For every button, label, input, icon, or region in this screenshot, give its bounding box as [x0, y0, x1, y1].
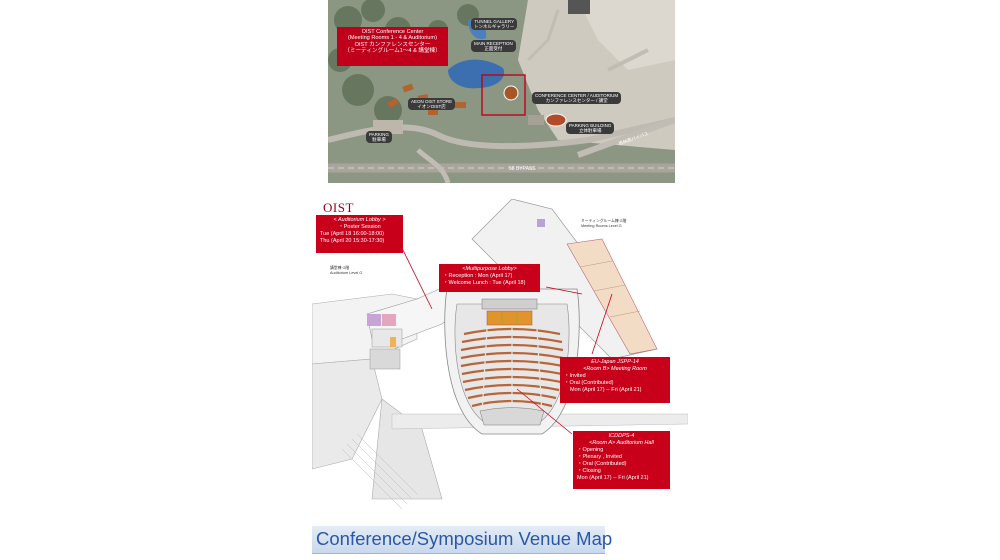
meeting-level-en: Meeting Rooms Level G [581, 223, 622, 228]
conference-auditorium-en: CONFERENCE CENTER / AUDITORIUM [535, 93, 619, 98]
multipurpose-line-1: ・Reception : Mon (April 17) [443, 273, 513, 279]
room-b-line-3: Mon (April 17) -- Fri (April 21) [570, 387, 642, 393]
room-b-line-2: ・Oral (Contributed) [564, 380, 614, 386]
main-reception-label: MAIN RECEPTION 正面受付 [471, 40, 516, 52]
room-a-subtitle: <Room A> Auditorium Hall [589, 440, 654, 446]
room-b-title: EU-Japan JSPP-14 [591, 359, 639, 365]
tunnel-gallery-label: TUNNEL GALLERY トンネルギャラリー [471, 18, 518, 30]
parking-en: PARKING [369, 132, 389, 137]
tunnel-gallery-jp: トンネルギャラリー [474, 24, 515, 29]
aeon-store-label: AEON OIST STORE イオンOIST店 [408, 98, 456, 110]
caption-bar [312, 526, 605, 554]
meeting-level-label: ミーティングルーム棟 G階 Meeting Rooms Level G [581, 219, 626, 228]
oist-logo: OIST [323, 200, 354, 215]
callout-room-b: EU-Japan JSPP-14 <Room B> Meeting Room ・… [560, 357, 670, 403]
meeting-level-jp: ミーティングルーム棟 G階 [581, 219, 627, 223]
lobby-line-2: Tue (April 18 16:00-18:00) [320, 231, 384, 237]
auditorium-level-jp: 講堂棟 G階 [330, 266, 350, 270]
parking-building-label: PARKING BUILDING 立体駐車場 [566, 122, 615, 134]
multipurpose-title: <Multipurpose Lobby> [462, 266, 517, 272]
parking-label: PARKING 駐車場 [366, 131, 392, 143]
callout-auditorium-lobby: < Auditorium Lobby > ・Poster Session Tue… [316, 215, 403, 253]
main-reception-en: MAIN RECEPTION [474, 41, 513, 46]
tunnel-gallery-en: TUNNEL GALLERY [474, 19, 515, 24]
room-a-line-2: ・Plenary , Invited [577, 454, 622, 460]
parking-building-en: PARKING BUILDING [569, 123, 612, 128]
callout-multipurpose-lobby: <Multipurpose Lobby> ・Reception : Mon (A… [439, 264, 540, 292]
room-a-line-5: Mon (April 17) -- Fri (April 21) [577, 475, 649, 481]
parking-jp: 駐車場 [372, 137, 386, 142]
conference-center-line4: （ミーティングルーム1〜4 & 講堂棟） [344, 48, 441, 55]
lobby-title: < Auditorium Lobby > [333, 217, 386, 223]
auditorium-level-en: Auditorium Level G [330, 270, 363, 275]
callout-room-a: ICDDPS-4 <Room A> Auditorium Hall ・Openi… [573, 431, 670, 489]
conference-center-line1: OIST Conference Center [361, 29, 424, 35]
conference-center-line2: (Meeting Rooms 1 - 4 & Auditorium) [348, 35, 437, 42]
aeon-store-en: AEON OIST STORE [411, 99, 453, 104]
map-caption: Conference/Symposium Venue Map [316, 528, 613, 549]
room-b-line-1: ・Invited [564, 373, 586, 379]
lobby-line-3: Thu (April 20 15:30-17:30) [320, 238, 385, 244]
auditorium-level-label: 講堂棟 G階 Auditorium Level G [330, 266, 362, 275]
aeon-store-jp: イオンOIST店 [417, 104, 446, 109]
parking-building-jp: 立体駐車場 [578, 128, 602, 133]
multipurpose-line-2: ・Welcome Lunch : Tue (April 18) [443, 280, 526, 286]
floor-plan-drawing [311, 198, 689, 510]
conference-center-line3: OIST カンファレンスセンター [354, 41, 431, 48]
main-reception-jp: 正面受付 [484, 46, 503, 51]
conference-auditorium-jp: カンファレンスセンター / 講堂 [545, 98, 608, 103]
bypass-label: 58 BYPASS [509, 166, 536, 172]
room-a-line-4: ・Closing [577, 468, 601, 474]
room-a-line-1: ・Opening [577, 447, 604, 453]
room-b-subtitle: <Room B> Meeting Room [583, 366, 647, 372]
room-a-line-3: ・Oral (Contributed) [577, 461, 627, 467]
conference-auditorium-label: CONFERENCE CENTER / AUDITORIUM カンファレンスセン… [532, 92, 622, 104]
lobby-line-1: ・Poster Session [338, 224, 381, 230]
floor-plan [311, 198, 689, 523]
room-a-title: ICDDPS-4 [608, 433, 635, 439]
conference-center-label: OIST Conference Center (Meeting Rooms 1 … [337, 27, 448, 66]
